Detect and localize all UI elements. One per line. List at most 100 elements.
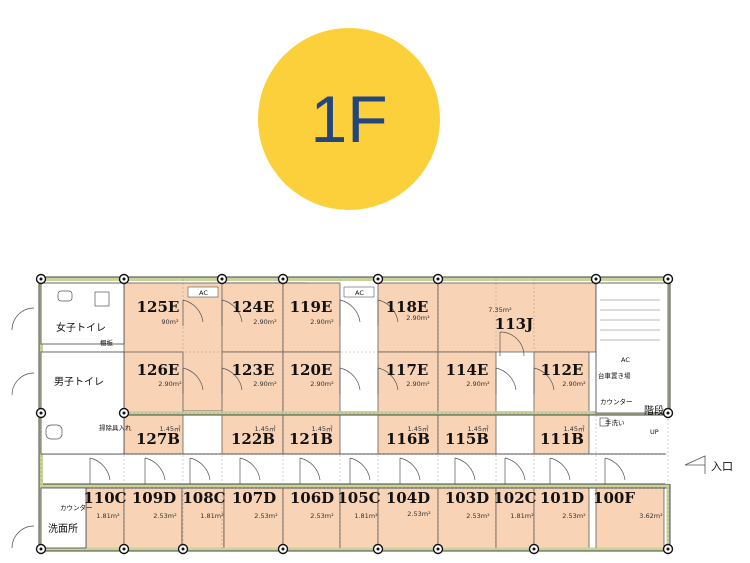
door-d5 [182, 367, 204, 394]
room-area-117E: 2.90m² [406, 380, 430, 388]
column-dot-14 [281, 547, 285, 551]
room-number-110C: 110C [83, 489, 126, 507]
room-number-121B: 121B [289, 430, 333, 448]
room-100F [595, 487, 665, 549]
entrance-arrow-icon [684, 455, 706, 474]
room-112E [533, 351, 590, 414]
room-number-114E: 114E [446, 361, 489, 379]
floor-label: 1F [310, 82, 388, 156]
room-area-102C: 1.81m² [510, 512, 534, 520]
room-area-116B: 1.45㎡ [408, 424, 429, 433]
room-area-114E: 2.90m² [466, 380, 490, 388]
room-number-101D: 101D [540, 489, 584, 507]
room-area-120E: 2.90m² [310, 380, 334, 388]
walls-layer [38, 276, 671, 552]
label-stairs: 階段 [644, 404, 664, 417]
room-area-108C: 1.81m² [200, 512, 224, 520]
door-d21 [89, 457, 111, 484]
room-number-107D: 107D [232, 489, 276, 507]
column-dot-2 [220, 277, 224, 281]
label-hand_wash: 手洗い [605, 418, 625, 427]
ac-unit-1 [187, 286, 219, 298]
room-area-127B: 1.45㎡ [160, 424, 181, 433]
door-d20 [604, 457, 626, 484]
door-d3 [339, 299, 361, 326]
label-ac: AC [621, 356, 630, 364]
room-area-101D: 2.53m² [562, 512, 586, 520]
door-d13 [239, 457, 261, 484]
room-number-111B: 111B [540, 430, 584, 448]
room-120E [282, 351, 341, 414]
column-dot-1 [122, 277, 126, 281]
column-dot-17 [532, 547, 536, 551]
room-area-100F: 3.62m² [639, 512, 663, 520]
room-area-103D: 2.53m² [466, 512, 490, 520]
room-number-106D: 106D [290, 489, 334, 507]
room-number-109D: 109D [132, 489, 176, 507]
room-number-125E: 125E [137, 298, 180, 316]
column-dot-8 [39, 411, 43, 415]
room-area-118E: 2.90m² [406, 314, 430, 322]
column-dot-9 [122, 411, 126, 415]
room-area-110C: 1.81m² [96, 512, 120, 520]
room-number-124E: 124E [232, 298, 275, 316]
room-number-105C: 105C [337, 489, 380, 507]
door-d8 [377, 367, 399, 394]
room-number-103D: 103D [445, 489, 489, 507]
door-d17 [454, 457, 476, 484]
room-number-118E: 118E [386, 298, 429, 316]
column-dot-7 [666, 277, 670, 281]
fixtures-layer [45, 286, 706, 474]
label-up: UP [650, 428, 659, 436]
room-number-120E: 120E [290, 361, 333, 379]
room-number-116B: 116B [386, 430, 430, 448]
toilet-icon [45, 424, 63, 440]
room-126E [123, 351, 184, 414]
column-dot-15 [376, 547, 380, 551]
column-dot-6 [594, 277, 598, 281]
sink-icon [599, 417, 609, 427]
column-dot-4 [376, 277, 380, 281]
door-113j [499, 331, 525, 357]
door-d16 [399, 457, 421, 484]
room-area-121B: 1.45㎡ [312, 424, 333, 433]
door-d15 [349, 457, 371, 484]
room-123E [221, 351, 284, 414]
column-dot-5 [436, 277, 440, 281]
room-number-119E: 119E [290, 298, 333, 316]
label-cart: 台車置き場 [598, 371, 631, 380]
toilet-icon [94, 291, 110, 307]
ac-unit-2 [343, 286, 375, 298]
label-washroom: 洗面所 [48, 523, 78, 535]
room-number-112E: 112E [541, 361, 584, 379]
room-area-123E: 2.90m² [253, 380, 277, 388]
label-ac: AC [355, 289, 364, 297]
room-number-104D: 104D [386, 489, 430, 507]
room-number-122B: 122B [231, 430, 275, 448]
column-dot-18 [666, 547, 670, 551]
column-dot-11 [39, 547, 43, 551]
column-dot-13 [181, 547, 185, 551]
room-number-100F: 100F [593, 489, 635, 507]
door-west [11, 307, 35, 549]
room-area-107D: 2.53m² [254, 512, 278, 520]
room-area-124E: 2.90m² [253, 318, 277, 326]
room-121B [282, 412, 341, 455]
washroom-room [40, 487, 87, 549]
room-114E [437, 351, 497, 414]
stairs-steps [600, 299, 660, 341]
room-area-122B: 1.45㎡ [255, 424, 276, 433]
room-111B [533, 412, 590, 455]
toilet-icon [57, 290, 73, 302]
room-area-104D: 2.53m² [407, 510, 431, 518]
label-shelf: 棚板 [100, 338, 114, 347]
room-107D [223, 487, 284, 549]
room-area-125E: 90m² [161, 318, 179, 326]
room-area-115B: 1.45㎡ [468, 424, 489, 433]
room-number-102C: 102C [493, 489, 536, 507]
column-dot-10 [666, 411, 670, 415]
column-dot-3 [281, 277, 285, 281]
room-number-115B: 115B [445, 430, 489, 448]
label-mens_toilet: 男子トイレ [54, 376, 104, 388]
